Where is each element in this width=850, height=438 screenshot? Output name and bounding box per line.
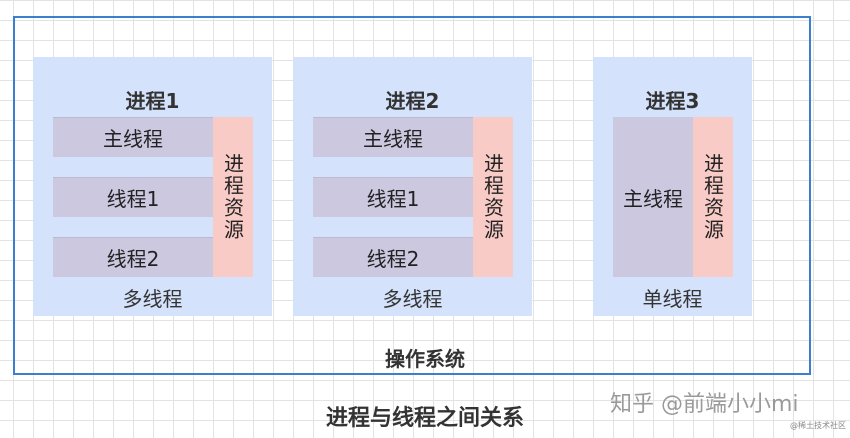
process-3-footer: 单线程 [642,287,703,311]
operating-system-box [13,16,811,375]
process-1-box: 进程1 主线程 线程1 线程2 进程资源 多线程 [33,57,272,316]
process-1-resources: 进程资源 [213,117,253,277]
process-1-footer: 多线程 [122,287,183,311]
process-3-box: 进程3 主线程 进程资源 单线程 [593,57,752,316]
source-badge: @稀土技术社区 [790,421,846,430]
operating-system-label: 操作系统 [385,347,465,371]
watermark: 知乎 @前端小小mi [610,392,799,417]
process-1-main-thread: 主线程 [53,117,213,157]
process-2-thread-1: 线程1 [313,177,473,217]
process-1-thread-2: 线程2 [53,237,213,277]
process-2-box: 进程2 主线程 线程1 线程2 进程资源 多线程 [293,57,532,316]
diagram-caption: 进程与线程之间关系 [325,406,524,431]
process-3-title: 进程3 [645,89,700,113]
process-1-thread-1: 线程1 [53,177,213,217]
process-3-resources: 进程资源 [693,117,733,277]
process-1-title: 进程1 [125,89,180,113]
process-2-resources: 进程资源 [473,117,513,277]
process-2-footer: 多线程 [382,287,443,311]
process-3-main-thread: 主线程 [613,117,693,277]
process-2-thread-2: 线程2 [313,237,473,277]
process-2-title: 进程2 [385,89,440,113]
process-2-main-thread: 主线程 [313,117,473,157]
